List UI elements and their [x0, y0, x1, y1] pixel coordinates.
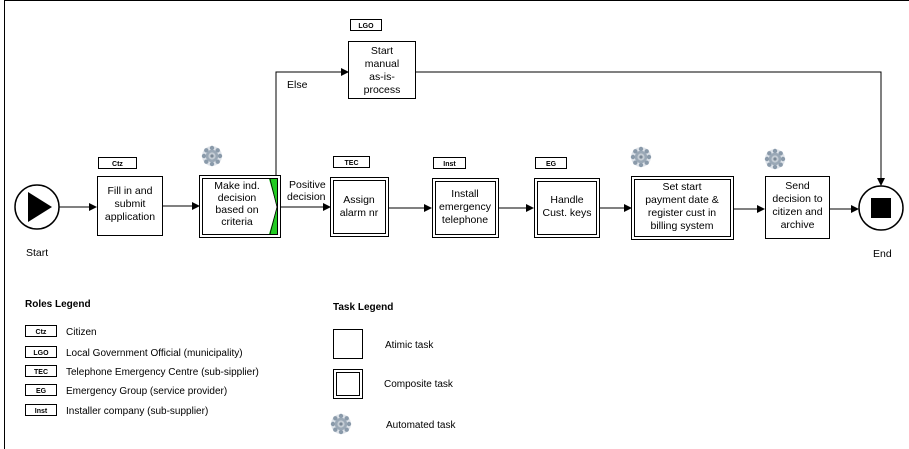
task-label-line: archive	[781, 219, 815, 231]
play-icon	[28, 192, 52, 222]
role-badge-lgo	[350, 19, 382, 31]
task-box	[97, 176, 163, 236]
task-label-line: decision	[218, 192, 257, 204]
end-event: End	[858, 185, 904, 260]
legend-role-name: Telephone Emergency Centre (sub-sipplier…	[66, 367, 259, 378]
automated-gear-icon	[630, 146, 652, 168]
task-label-line: Handle	[550, 194, 583, 206]
task-label-line: Make ind.	[214, 180, 260, 192]
task-manual-process: LGO Start manual as-is- process	[348, 19, 416, 99]
role-badge-label: EG	[546, 161, 557, 168]
task-label-line: manual	[365, 58, 399, 70]
task-label-line: Set start	[662, 181, 701, 193]
task-legend-title: Task Legend	[333, 302, 393, 313]
positive-label-line2: decision	[287, 191, 326, 203]
task-box-inner	[634, 179, 731, 237]
positive-label-line1: Positive	[289, 179, 326, 191]
task-label-line: register cust in	[648, 207, 716, 219]
task-box	[765, 176, 830, 239]
flow-manual-to-end	[416, 71, 885, 186]
legend-role-badge	[25, 365, 57, 377]
task-label-line: as-is-	[369, 71, 395, 83]
legend-automated-gear-icon	[330, 413, 352, 435]
task-label-line: process	[364, 84, 401, 96]
task-label-line: emergency	[439, 201, 492, 213]
role-badge-ctz	[98, 157, 137, 169]
task-make-decision: Make ind. decision based on criteria	[199, 145, 281, 238]
legend-task-label: Atimic task	[385, 340, 434, 351]
task-label-line: Send	[785, 180, 810, 192]
start-event: Start	[14, 184, 60, 259]
task-label-line: payment date &	[645, 194, 719, 206]
roles-legend: Roles Legend Ctz Citizen LGO Local Gover…	[25, 299, 259, 417]
legend-atomic-task-shape	[333, 329, 363, 359]
legend-role-code: Ctz	[36, 329, 47, 336]
task-label-line: telephone	[442, 214, 488, 226]
legend-composite-task-shape-inner	[336, 372, 360, 396]
task-fill-application: Ctz Fill in and submit application	[97, 157, 163, 236]
stop-icon	[871, 198, 891, 218]
legend-role-code: TEC	[34, 369, 48, 376]
legend-role-code: EG	[36, 388, 47, 395]
legend-role-badge	[25, 346, 57, 358]
flow-decision-else	[275, 68, 349, 176]
else-label: Else	[287, 79, 308, 91]
task-label-line: decision to	[772, 193, 822, 205]
role-badge-label: TEC	[345, 160, 359, 167]
role-badge-label: Inst	[443, 161, 456, 168]
task-label-line: citizen and	[772, 206, 822, 218]
automated-gear-icon	[201, 145, 223, 167]
task-label-line: Assign	[343, 194, 375, 206]
task-install-telephone: Inst Install emergency telephone	[432, 157, 499, 238]
task-box-inner	[537, 181, 597, 235]
role-badge-tec	[333, 156, 370, 168]
automated-gear-icon	[764, 148, 786, 170]
task-label-line: application	[105, 211, 155, 223]
task-set-payment: Set start payment date & register cust i…	[630, 146, 734, 240]
task-box	[348, 41, 416, 99]
task-label-line: based on	[215, 204, 258, 216]
legend-role-name: Citizen	[66, 327, 97, 338]
task-label-line: submit	[115, 198, 146, 210]
legend-task-label: Composite task	[384, 379, 454, 390]
role-badge-label: Ctz	[112, 161, 123, 168]
task-legend: Task Legend Atimic task Composite task A…	[330, 302, 456, 435]
legend-role-name: Emergency Group (service provider)	[66, 386, 227, 397]
role-badge-label: LGO	[358, 23, 374, 30]
task-label-line: Fill in and	[108, 185, 153, 197]
sequence-flows	[59, 68, 885, 213]
legend-role-code: Inst	[35, 408, 48, 415]
task-label-line: alarm nr	[340, 207, 379, 219]
legend-task-label: Automated task	[386, 420, 456, 431]
task-assign-alarm: TEC Assign alarm nr	[330, 156, 389, 237]
roles-legend-title: Roles Legend	[25, 299, 91, 310]
task-box-inner	[333, 180, 386, 234]
task-label-line: billing system	[650, 220, 713, 232]
legend-role-badge	[25, 384, 57, 396]
task-label-line: Cust. keys	[542, 207, 591, 219]
role-badge-inst	[433, 157, 466, 169]
task-send-decision: Send decision to citizen and archive	[764, 148, 830, 239]
legend-role-badge	[25, 404, 57, 416]
legend-role-name: Installer company (sub-supplier)	[66, 406, 208, 417]
task-label-line: criteria	[221, 216, 253, 228]
role-badge-eg	[535, 157, 567, 169]
task-handle-keys: EG Handle Cust. keys	[534, 157, 600, 238]
decision-marker-outline	[269, 178, 278, 235]
start-label: Start	[26, 247, 48, 259]
legend-role-badge	[25, 325, 57, 337]
end-label: End	[873, 248, 892, 260]
legend-role-code: LGO	[33, 350, 49, 357]
legend-role-name: Local Government Official (municipality)	[66, 348, 243, 359]
task-box-inner	[435, 181, 496, 235]
task-label-line: Install	[451, 188, 478, 200]
task-label-line: Start	[371, 45, 393, 57]
task-box-inner	[202, 178, 278, 235]
